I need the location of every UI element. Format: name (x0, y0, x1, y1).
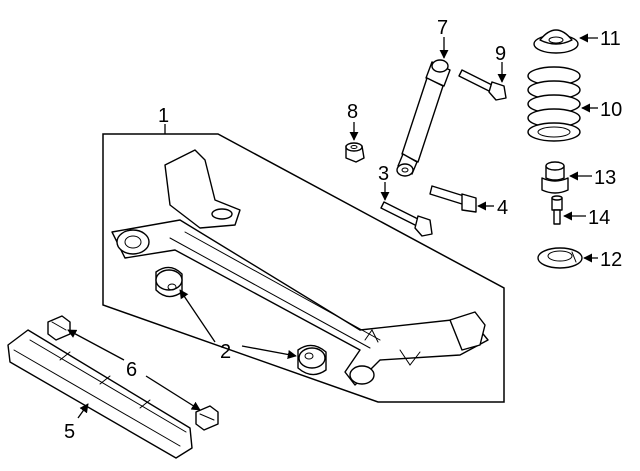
leader-5 (77, 403, 89, 419)
shock-bolt-lower (380, 201, 433, 237)
leader-6b (145, 375, 201, 411)
leader-6a (67, 329, 125, 361)
callout-7: 7 (437, 17, 448, 39)
callout-11: 11 (600, 28, 621, 50)
lower-spring-seat (537, 247, 583, 269)
rear-axle-beam (111, 149, 489, 386)
callout-6: 6 (126, 359, 137, 381)
upper-spring-seat (533, 29, 579, 54)
leader-2a (179, 289, 216, 343)
callout-8: 8 (347, 101, 358, 123)
shock-absorber (396, 59, 451, 177)
shock-bolt-upper (458, 69, 507, 101)
retaining-clip-lower (195, 405, 219, 431)
callout-12: 12 (600, 249, 622, 271)
nut (345, 142, 365, 163)
callout-9: 9 (495, 43, 506, 65)
callout-4: 4 (497, 197, 508, 219)
callout-1: 1 (158, 105, 169, 127)
underbody-shield (7, 329, 193, 459)
retaining-clip-upper (47, 315, 71, 341)
axle-bushing-upper (155, 266, 183, 298)
bump-stop (541, 161, 569, 194)
callout-13: 13 (594, 167, 616, 189)
callout-10: 10 (600, 99, 622, 121)
axle-bushing-lower (297, 344, 327, 376)
callout-3: 3 (378, 163, 389, 185)
bracket-pin (429, 185, 477, 213)
leader-2b (241, 345, 297, 359)
callout-2: 2 (220, 341, 231, 363)
callout-14: 14 (588, 207, 610, 229)
axle-assembly-outline (102, 133, 505, 403)
bump-stop-bolt (551, 195, 563, 225)
callout-5: 5 (64, 421, 75, 443)
coil-spring (527, 66, 581, 142)
